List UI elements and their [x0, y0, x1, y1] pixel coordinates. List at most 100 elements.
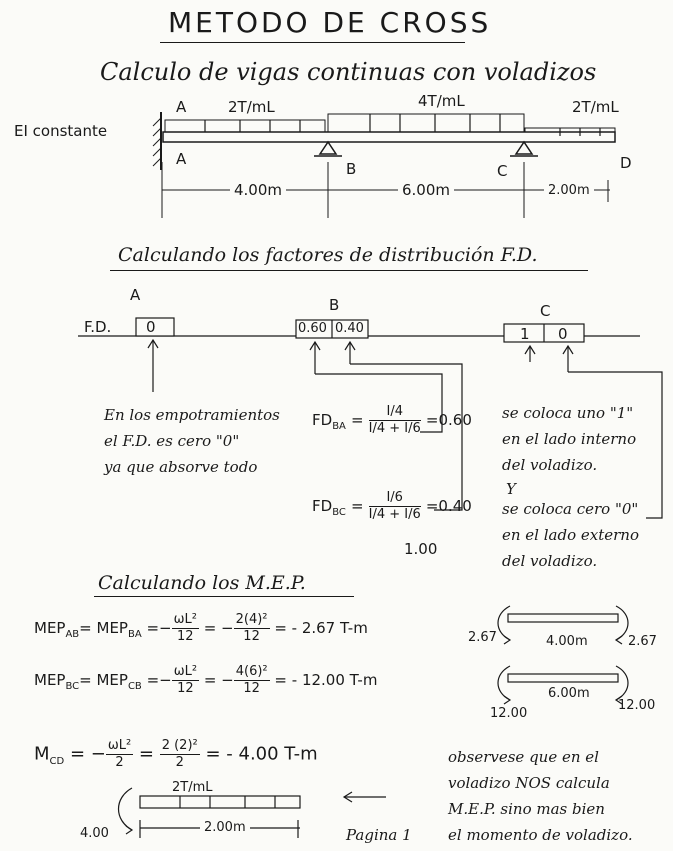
- fd-ba-fraction: I/4 I/4 + I/6: [368, 404, 421, 436]
- note-c2-line-3: del voladizo.: [502, 552, 598, 570]
- mep-bc-sub1: BC: [65, 681, 80, 692]
- mep-sketches: [497, 605, 629, 705]
- mep-ab-f1-den: 12: [176, 629, 194, 644]
- mep-bc-mid: = MEP: [79, 671, 128, 689]
- fd-ba-result: =0.60: [425, 411, 472, 429]
- node-a: A: [176, 150, 187, 168]
- fd-heading: Calculando los factores de distribución …: [118, 244, 538, 266]
- fd-bc-formula: FDBC = I/6 I/4 + I/6 =0.40: [312, 490, 472, 522]
- fd-box-b-right: 0.40: [335, 321, 364, 336]
- fd-ba-label: FD: [312, 411, 333, 429]
- fd-ba-sub: BA: [332, 421, 346, 433]
- mep-bc-f1-num: ωL²: [171, 664, 200, 681]
- note-final-line-1: observese que en el: [448, 748, 599, 766]
- frac-i: I: [386, 404, 391, 419]
- mep-bc-f2-num: 4(6)²: [233, 664, 270, 681]
- node-a-top: A: [176, 98, 187, 116]
- mep-ab-left: MEP: [34, 619, 66, 637]
- fd-row-diagram: [78, 317, 663, 519]
- note-c1-line-3: del voladizo.: [502, 456, 598, 474]
- mep-bc-f2-den: 12: [243, 681, 260, 696]
- sk1-right: 2.67: [628, 634, 657, 649]
- mep-cd-result: = - 4.00 T-m: [205, 743, 318, 765]
- fd-node-a: A: [130, 286, 141, 304]
- mep-ab-sub1: AB: [65, 629, 80, 640]
- fd-box-c-left: 1: [520, 325, 530, 343]
- mep-cd-f1-num: ωL²: [105, 738, 134, 755]
- note-a-line-2: el F.D. es cero "0": [104, 432, 240, 450]
- mep-cd-f2-den: 2: [175, 755, 184, 770]
- fd-ba-formula: FDBA = I/4 I/4 + I/6 =0.60: [312, 404, 472, 436]
- fd-bc-fraction: I/6 I/4 + I/6: [368, 490, 421, 522]
- mep-cd-f1-den: 2: [115, 755, 124, 770]
- note-c2-line-1: se coloca cero "0": [502, 500, 639, 518]
- sk2-left: 12.00: [490, 706, 528, 721]
- page-number: Pagina 1: [346, 826, 412, 844]
- load-bc-label: 4T/mL: [418, 92, 465, 110]
- left-arrow-icon: [342, 791, 386, 803]
- fd-box-b-left: 0.60: [298, 321, 327, 336]
- mep-bc-f1-den: 12: [177, 681, 194, 696]
- note-final-line-4: el momento de voladizo.: [448, 826, 633, 844]
- frac-i: I: [386, 490, 391, 505]
- load-ab-label: 2T/mL: [228, 98, 275, 116]
- span-ab-label: 4.00m: [230, 181, 287, 199]
- frac-4: 4: [394, 404, 403, 419]
- mep-bc-left: MEP: [34, 671, 66, 689]
- note-a-line-1: En los empotramientos: [104, 406, 280, 424]
- mep-bc-sub2: CB: [127, 681, 142, 692]
- mep-ab-f2-den: 12: [243, 629, 260, 644]
- fd-bc-label: FD: [312, 497, 333, 515]
- node-d: D: [620, 154, 632, 172]
- mep-ab-result: = - 2.67 T-m: [274, 619, 368, 637]
- note-final-line-3: M.E.P. sino mas bien: [448, 800, 605, 818]
- note-c1-line-1: se coloca uno "1": [502, 404, 634, 422]
- mep-ab-mid: = MEP: [79, 619, 128, 637]
- fd-sum-total: 1.00: [404, 540, 438, 558]
- fd-node-b: B: [329, 296, 340, 314]
- mep-cd-left: M: [34, 743, 50, 765]
- node-c: C: [497, 162, 508, 180]
- frac-6: 6: [394, 490, 403, 505]
- mep-heading: Calculando los M.E.P.: [98, 572, 306, 594]
- mep-cd-f2-num: 2 (2)²: [159, 738, 200, 755]
- ei-label: EI constante: [14, 122, 108, 140]
- sk3-span: 2.00m: [200, 820, 250, 835]
- mep-cd-sub: CD: [49, 756, 65, 768]
- note-final-line-2: voladizo NOS calcula: [448, 774, 610, 792]
- sk2-right: 12.00: [618, 698, 656, 713]
- sk1-span: 4.00m: [546, 634, 588, 649]
- mep-ab-f2-num: 2(4)²: [233, 612, 270, 629]
- mep-bc-result: = - 12.00 T-m: [274, 671, 378, 689]
- sk3-load: 2T/mL: [172, 780, 213, 795]
- fd-heading-underline: [110, 270, 588, 271]
- sk3-moment: 4.00: [80, 826, 109, 841]
- fd-box-a: 0: [146, 318, 156, 336]
- note-a-line-3: ya que absorve todo: [104, 458, 258, 476]
- fd-box-c-right: 0: [558, 325, 568, 343]
- span-bc-label: 6.00m: [398, 181, 455, 199]
- title-underline: [160, 42, 465, 43]
- note-c2-line-2: en el lado externo: [502, 526, 639, 544]
- sk2-span: 6.00m: [548, 686, 590, 701]
- span-cd-label: 2.00m: [544, 183, 594, 198]
- subtitle: Calculo de vigas continuas con voladizos: [100, 58, 597, 86]
- fd-node-c: C: [540, 302, 551, 320]
- load-cd-label: 2T/mL: [572, 98, 619, 116]
- frac-sum: I/4 + I/6: [368, 507, 421, 522]
- mep-heading-underline: [94, 596, 354, 597]
- node-b: B: [346, 160, 357, 178]
- sk1-left: 2.67: [468, 630, 497, 645]
- beam-diagram: [152, 112, 616, 218]
- fd-bc-result: =0.40: [425, 497, 472, 515]
- page-title: METODO DE CROSS: [168, 6, 492, 39]
- frac-sum: I/4 + I/6: [368, 421, 421, 436]
- mep-ab-f1-num: ωL²: [171, 612, 199, 629]
- note-c1-line-2: en el lado interno: [502, 430, 637, 448]
- fd-bc-sub: BC: [332, 507, 346, 519]
- mep-ab-sub2: BA: [127, 629, 142, 640]
- note-y: Y: [506, 480, 516, 498]
